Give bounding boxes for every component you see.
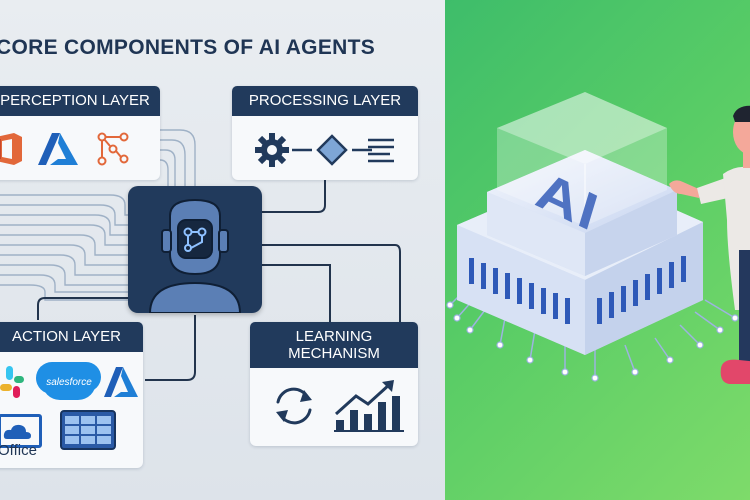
growth-chart-icon [334, 380, 404, 432]
table-icon [60, 410, 116, 450]
gear-icon [255, 133, 289, 167]
robot-tile [128, 186, 262, 313]
action-layer-card: ACTION LAYER salesforce Office [0, 322, 143, 468]
learning-mechanism-header: LEARNING MECHANISM [250, 322, 418, 368]
processing-layer-card: PROCESSING LAYER [232, 86, 418, 180]
perception-layer-card: PERCEPTION LAYER [0, 86, 160, 180]
right-panel: AI [445, 0, 750, 500]
cloud-icon [3, 424, 32, 439]
azure-icon [38, 133, 78, 165]
perception-layer-header: PERCEPTION LAYER [0, 86, 160, 116]
presenter-illustration [669, 105, 750, 384]
office-tile [0, 414, 42, 448]
slack-icon [0, 366, 24, 398]
diamond-icon [292, 134, 372, 166]
office-text: Office [0, 442, 37, 459]
connector-lines [0, 129, 401, 381]
processing-layer-header: PROCESSING LAYER [232, 86, 418, 116]
office-icon [0, 133, 22, 165]
learning-mechanism-card: LEARNING MECHANISM [250, 322, 418, 446]
flow-icon [97, 132, 129, 166]
salesforce-icon: salesforce [42, 364, 96, 400]
page-title: CORE COMPONENTS OF AI AGENTS [0, 36, 376, 59]
azure-icon [104, 367, 138, 397]
robot-icon [148, 198, 242, 313]
action-layer-header: ACTION LAYER [0, 322, 143, 352]
refresh-icon [276, 387, 312, 425]
learning-label-line1: LEARNING [295, 327, 373, 345]
learning-label-line2: MECHANISM [288, 345, 380, 362]
left-panel: CORE COMPONENTS OF AI AGENTS PERCEPTION … [0, 0, 445, 500]
list-icon [368, 138, 394, 163]
ai-chip-illustration [446, 92, 739, 382]
salesforce-text: salesforce [46, 376, 92, 388]
